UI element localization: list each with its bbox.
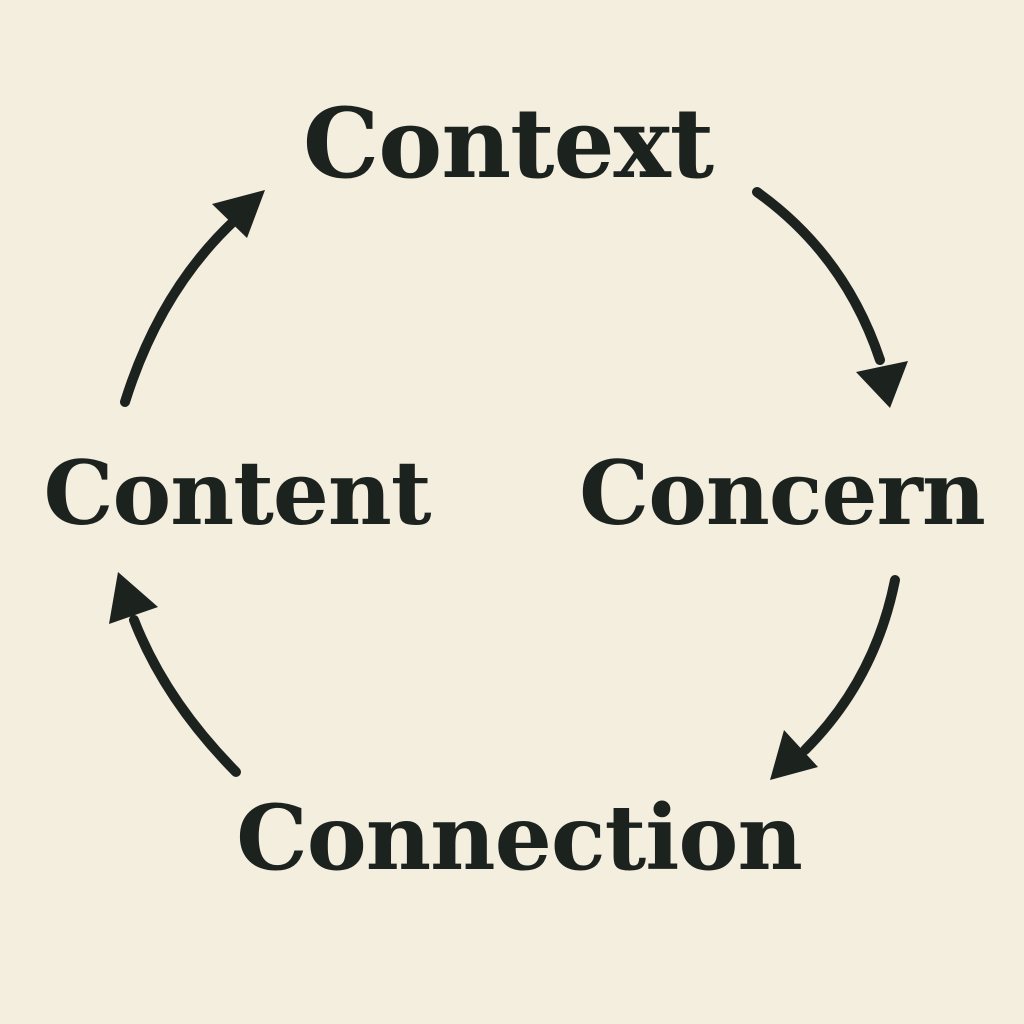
arrow-line — [800, 575, 900, 755]
arrow-line — [129, 615, 241, 777]
arrow-head — [770, 730, 818, 780]
arrow-head — [856, 361, 908, 408]
node-content: Content — [44, 441, 432, 545]
arrow-content-to-context — [120, 190, 265, 407]
node-context: Context — [303, 87, 714, 200]
node-concern: Concern — [579, 441, 985, 545]
arrow-head — [212, 190, 265, 238]
arrow-connection-to-content — [109, 572, 241, 777]
arrow-context-to-concern — [752, 187, 908, 408]
arrow-head — [109, 572, 158, 624]
arrow-line — [120, 215, 240, 407]
arrow-concern-to-connection — [770, 575, 900, 780]
arrow-line — [752, 187, 885, 365]
node-connection: Connection — [236, 785, 802, 891]
